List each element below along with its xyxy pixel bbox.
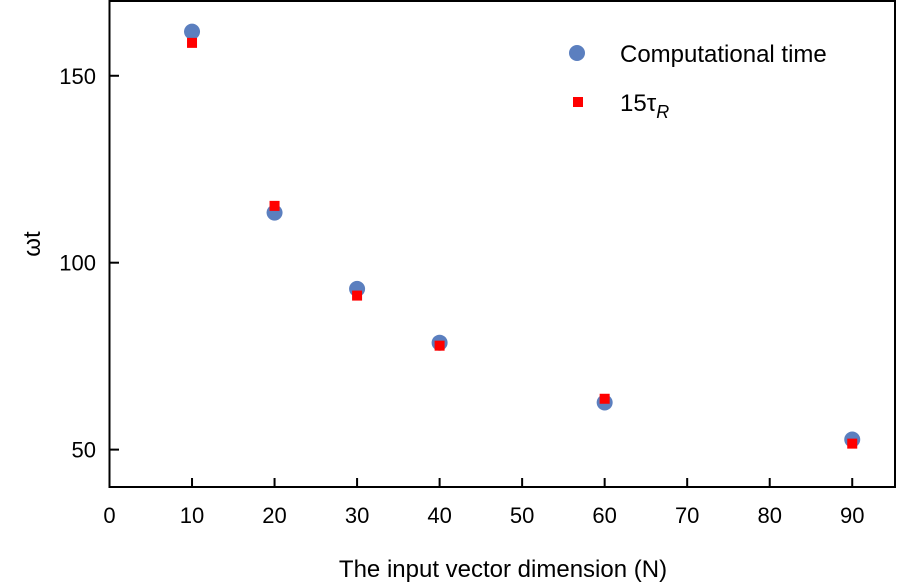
y-tick-label: 150: [59, 64, 96, 89]
x-tick-label: 10: [180, 503, 204, 528]
x-tick-label: 0: [103, 503, 115, 528]
x-tick-label: 20: [262, 503, 286, 528]
legend-label-computational-time: Computational time: [620, 41, 827, 68]
x-tick-label: 90: [840, 503, 864, 528]
plot-frame: [108, 0, 896, 488]
x-tick-label: 50: [510, 503, 534, 528]
legend-label-15tau: 15τR: [620, 90, 669, 122]
point-15tau: [434, 340, 445, 351]
point-15tau: [187, 37, 198, 48]
legend-15tau-subscript: R: [656, 102, 669, 122]
x-tick-label: 60: [592, 503, 616, 528]
x-tick-label: 40: [427, 503, 451, 528]
x-tick-label: 70: [675, 503, 699, 528]
x-tick-label: 80: [757, 503, 781, 528]
point-15tau: [269, 200, 280, 211]
x-tick-label: 30: [345, 503, 369, 528]
point-15tau: [599, 393, 610, 404]
x-axis-label: The input vector dimension (N): [339, 556, 667, 583]
legend: Computational time 15τR: [569, 41, 827, 122]
y-tick-label: 100: [59, 251, 96, 276]
legend-marker-15tau: [573, 97, 583, 107]
legend-marker-computational-time: [569, 45, 585, 61]
point-15tau: [352, 290, 363, 301]
y-axis-label: ωt: [19, 231, 46, 257]
y-tick-label: 50: [72, 438, 96, 463]
point-computational-time: [184, 23, 201, 40]
point-15tau: [847, 438, 858, 449]
legend-15tau-main: 15τ: [620, 90, 657, 117]
